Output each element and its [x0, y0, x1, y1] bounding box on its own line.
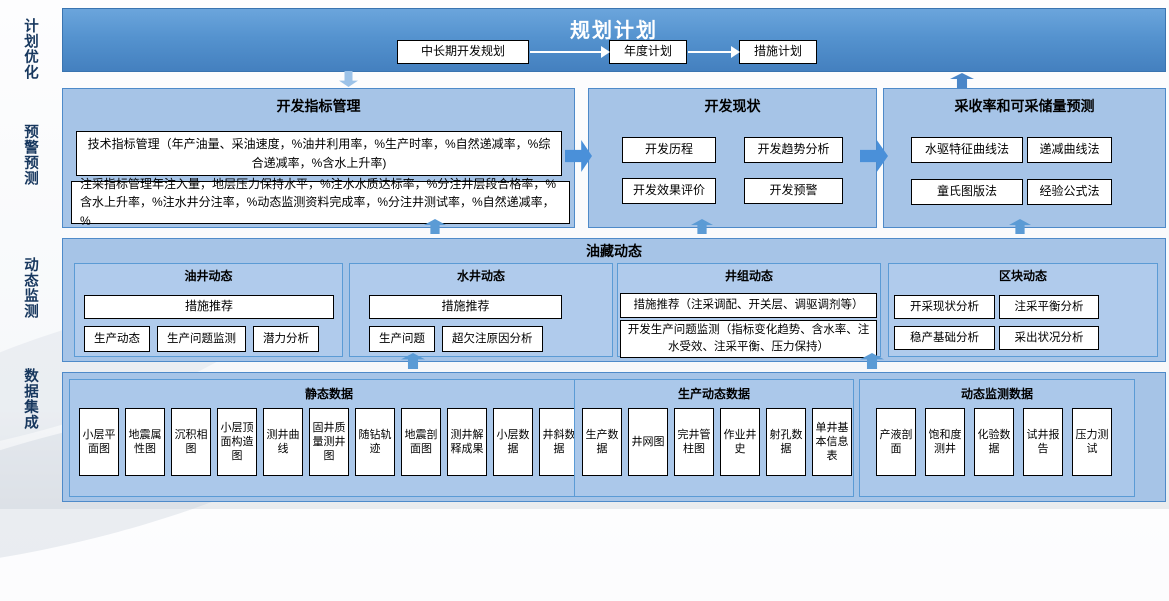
- production-data-node: 井网图: [628, 408, 668, 476]
- arrowhead-icon: [601, 46, 611, 58]
- subpanel-oil-well-dynamics: 油井动态 措施推荐 生产动态生产问题监测潜力分析: [74, 263, 343, 357]
- subpanel-title: 井组动态: [724, 269, 773, 283]
- panel-title: 开发指标管理: [276, 98, 361, 114]
- monitoring-data-node: 产液剖面: [876, 408, 916, 476]
- arrow-right-icon: [530, 46, 611, 58]
- production-data-nodes: 生产数据井网图完井管柱图作业井史射孔数据单井基本信息表: [582, 408, 852, 476]
- static-data-node: 地震属性图: [125, 408, 165, 476]
- water-well-node: 生产问题: [369, 326, 435, 352]
- monitoring-data-node: 化验数据: [974, 408, 1014, 476]
- recovery-method-node: 递减曲线法: [1027, 137, 1112, 163]
- production-data-node: 完井管柱图: [674, 408, 714, 476]
- arrowhead-icon: [731, 46, 741, 58]
- planning-band: 规划计划 中长期开发规划 年度计划 措施计划: [62, 8, 1166, 72]
- block-analysis-node: 注采平衡分析: [999, 295, 1099, 319]
- side-label-dynamic-monitoring: 动态监测: [22, 257, 38, 319]
- recovery-method-node: 童氏图版法: [911, 179, 1023, 205]
- static-data-node: 沉积相图: [171, 408, 211, 476]
- node-measure-plan: 措施计划: [739, 40, 818, 64]
- recovery-method-nodes: 水驱特征曲线法递减曲线法童氏图版法经验公式法: [911, 137, 1112, 205]
- block-analysis-nodes: 开采现状分析注采平衡分析稳产基础分析采出状况分析: [894, 295, 1099, 350]
- subpanel-title: 区块动态: [998, 269, 1047, 283]
- water-well-nodes: 生产问题超欠注原因分析: [369, 326, 543, 352]
- oil-well-node: 生产问题监测: [157, 326, 246, 352]
- recovery-method-node: 经验公式法: [1027, 179, 1112, 205]
- well-group-nodes: 措施推荐（注采调配、开关层、调驱调剂等） 开发生产问题监测（指标变化趋势、含水率…: [620, 293, 877, 358]
- section-title: 生产动态数据: [677, 387, 750, 401]
- node-measure-recommendation: 措施推荐: [369, 295, 562, 319]
- subpanel-title: 油井动态: [184, 269, 233, 283]
- static-data-nodes: 小层平面图地震属性图沉积相图小层顶面构造图测井曲线固井质量测井图随钻轨迹地震剖面…: [79, 408, 579, 476]
- production-data-node: 射孔数据: [766, 408, 806, 476]
- section-title: 动态监测数据: [960, 387, 1033, 401]
- subpanel-title: 水井动态: [456, 269, 505, 283]
- section-production-dynamic-data: 生产动态数据 生产数据井网图完井管柱图作业井史射孔数据单井基本信息表: [574, 379, 854, 497]
- panel-title: 采收率和可采储量预测: [954, 98, 1095, 114]
- dev-status-nodes: 开发历程 开发趋势分析开发效果评价 开发预警: [622, 137, 843, 204]
- node-midlongterm-dev-plan: 中长期开发规划: [397, 40, 530, 64]
- panel-recovery-prediction: 采收率和可采储量预测 水驱特征曲线法递减曲线法童氏图版法经验公式法: [883, 88, 1166, 228]
- dev-status-node: 开发历程: [622, 137, 716, 163]
- static-data-node: 井斜数据: [539, 408, 579, 476]
- static-data-node: 固井质量测井图: [309, 408, 349, 476]
- subpanel-water-well-dynamics: 水井动态 措施推荐 生产问题超欠注原因分析: [349, 263, 613, 357]
- section-title: 静态数据: [304, 387, 353, 401]
- static-data-node: 地震剖面图: [401, 408, 441, 476]
- block-analysis-node: 稳产基础分析: [894, 326, 995, 350]
- recovery-method-node: 水驱特征曲线法: [911, 137, 1023, 163]
- planning-band-title: 规划计划: [570, 20, 658, 42]
- monitoring-data-node: 饱和度测井: [925, 408, 965, 476]
- oil-well-node: 潜力分析: [253, 326, 319, 352]
- section-static-data: 静态数据 小层平面图地震属性图沉积相图小层顶面构造图测井曲线固井质量测井图随钻轨…: [69, 379, 589, 497]
- panel-title: 开发现状: [704, 98, 761, 114]
- static-data-node: 小层数据: [493, 408, 533, 476]
- static-data-node: 小层平面图: [79, 408, 119, 476]
- static-data-node: 测井曲线: [263, 408, 303, 476]
- block-analysis-node: 开采现状分析: [894, 295, 995, 319]
- production-data-node: 生产数据: [582, 408, 622, 476]
- side-label-plan-optimization: 计划优化: [22, 18, 38, 80]
- monitoring-data-nodes: 产液剖面饱和度测井化验数据试井报告压力测试: [876, 408, 1112, 476]
- subpanel-block-dynamics: 区块动态 开采现状分析注采平衡分析稳产基础分析采出状况分析: [888, 263, 1158, 357]
- node-production-problem-monitoring: 开发生产问题监测（指标变化趋势、含水率、注水受效、注采平衡、压力保持）: [620, 320, 877, 358]
- panel-title: 油藏动态: [586, 243, 642, 259]
- node-measure-recommendation-detail: 措施推荐（注采调配、开关层、调驱调剂等）: [620, 293, 877, 318]
- subpanel-well-group-dynamics: 井组动态 措施推荐（注采调配、开关层、调驱调剂等） 开发生产问题监测（指标变化趋…: [617, 263, 881, 358]
- node-injection-indicator-management: 注采指标管理年注入量，地层压力保持水平，%注水水质达标率，%分注井层段合格率，%…: [71, 177, 570, 228]
- oil-well-nodes: 生产动态生产问题监测潜力分析: [84, 326, 319, 352]
- panel-data-integration: 静态数据 小层平面图地震属性图沉积相图小层顶面构造图测井曲线固井质量测井图随钻轨…: [62, 372, 1166, 502]
- side-label-data-integration: 数据集成: [22, 368, 38, 430]
- node-annual-plan: 年度计划: [609, 40, 688, 64]
- diagram-canvas: 计划优化 预警预测 动态监测 数据集成 规划计划 中长期开发规划 年度计划 措施…: [0, 8, 1166, 601]
- block-analysis-node: 采出状况分析: [999, 326, 1099, 350]
- arrow-down-icon: [339, 71, 358, 87]
- panel-reservoir-dynamics: 油藏动态 油井动态 措施推荐 生产动态生产问题监测潜力分析 水井动态 措施推荐 …: [62, 238, 1166, 362]
- section-dynamic-monitoring-data: 动态监测数据 产液剖面饱和度测井化验数据试井报告压力测试: [859, 379, 1135, 497]
- monitoring-data-node: 压力测试: [1072, 408, 1112, 476]
- planning-steps: 中长期开发规划 年度计划 措施计划: [397, 40, 818, 64]
- arrow-up-icon: [950, 73, 974, 88]
- production-data-node: 作业井史: [720, 408, 760, 476]
- node-tech-indicator-management: 技术指标管理（年产油量、采油速度，%油井利用率，%生产时率，%自然递减率，%综合…: [76, 131, 562, 176]
- production-data-node: 单井基本信息表: [812, 408, 852, 476]
- static-data-node: 测井解释成果: [447, 408, 487, 476]
- arrow-right-icon: [688, 46, 741, 58]
- static-data-node: 随钻轨迹: [355, 408, 395, 476]
- side-label-warning-forecast: 预警预测: [22, 124, 38, 186]
- dev-status-node: 开发效果评价: [622, 178, 716, 204]
- node-measure-recommendation: 措施推荐: [84, 295, 334, 319]
- oil-well-node: 生产动态: [84, 326, 150, 352]
- panel-dev-status: 开发现状 开发历程 开发趋势分析开发效果评价 开发预警: [588, 88, 877, 228]
- monitoring-data-node: 试井报告: [1023, 408, 1063, 476]
- dev-status-node: 开发预警: [744, 178, 843, 204]
- dev-status-node: 开发趋势分析: [744, 137, 843, 163]
- water-well-node: 超欠注原因分析: [442, 326, 543, 352]
- panel-dev-indicator-management: 开发指标管理 技术指标管理（年产油量、采油速度，%油井利用率，%生产时率，%自然…: [62, 88, 575, 228]
- static-data-node: 小层顶面构造图: [217, 408, 257, 476]
